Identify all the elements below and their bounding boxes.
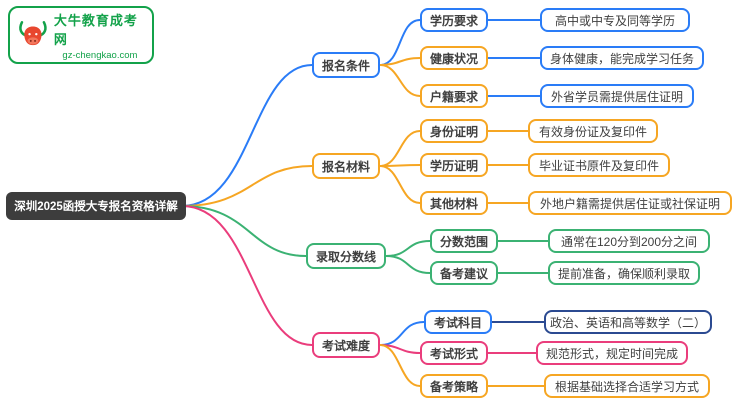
detail-health-status[interactable]: 身体健康，能完成学习任务 bbox=[540, 46, 704, 70]
branch-registration-conditions[interactable]: 报名条件 bbox=[312, 52, 380, 78]
link-branch4-sub3 bbox=[379, 344, 421, 387]
link-branch1-sub3 bbox=[379, 64, 421, 97]
branch-registration-materials[interactable]: 报名材料 bbox=[312, 153, 380, 179]
link-root-branch3 bbox=[181, 205, 307, 257]
detail-residency-requirement[interactable]: 外省学员需提供居住证明 bbox=[540, 84, 694, 108]
subtopic-education-proof[interactable]: 学历证明 bbox=[420, 153, 488, 177]
subtopic-prep-advice[interactable]: 备考建议 bbox=[430, 261, 498, 285]
detail-exam-format[interactable]: 规范形式，规定时间完成 bbox=[536, 341, 688, 365]
detail-prep-strategy[interactable]: 根据基础选择合适学习方式 bbox=[544, 374, 710, 398]
bull-icon bbox=[19, 21, 47, 46]
subtopic-prep-strategy[interactable]: 备考策略 bbox=[420, 374, 488, 398]
link-branch1-sub2 bbox=[379, 57, 421, 66]
link-branch3-sub2 bbox=[385, 255, 431, 274]
subtopic-other-materials[interactable]: 其他材料 bbox=[420, 191, 488, 215]
branch-exam-difficulty[interactable]: 考试难度 bbox=[312, 332, 380, 358]
logo-site-name: 大牛教育成考网 bbox=[53, 12, 138, 47]
logo-text-block: 大牛教育成考网 gz-chengkao.com bbox=[54, 10, 146, 61]
subtopic-score-range[interactable]: 分数范围 bbox=[430, 229, 498, 253]
link-branch2-sub1 bbox=[379, 130, 421, 167]
link-branch4-sub1 bbox=[379, 321, 425, 346]
link-root-branch4 bbox=[181, 205, 313, 346]
link-branch2-sub3 bbox=[379, 165, 421, 204]
link-root-branch1 bbox=[181, 64, 313, 207]
link-root-branch2 bbox=[181, 165, 313, 207]
detail-prep-advice[interactable]: 提前准备，确保顺利录取 bbox=[548, 261, 700, 285]
site-logo[interactable]: 大牛教育成考网 gz-chengkao.com bbox=[8, 6, 154, 64]
detail-other-materials[interactable]: 外地户籍需提供居住证或社保证明 bbox=[528, 191, 732, 215]
detail-identity-proof[interactable]: 有效身份证及复印件 bbox=[528, 119, 658, 143]
root-topic[interactable]: 深圳2025函授大专报名资格详解 bbox=[6, 192, 186, 220]
subtopic-exam-subjects[interactable]: 考试科目 bbox=[424, 310, 492, 334]
link-branch3-sub1 bbox=[385, 240, 431, 257]
link-branch2-sub2 bbox=[379, 164, 421, 167]
detail-education-proof[interactable]: 毕业证书原件及复印件 bbox=[528, 153, 670, 177]
subtopic-residency-requirement[interactable]: 户籍要求 bbox=[420, 84, 488, 108]
branch-admission-score-line[interactable]: 录取分数线 bbox=[306, 243, 386, 269]
subtopic-education-requirement[interactable]: 学历要求 bbox=[420, 8, 488, 32]
subtopic-exam-format[interactable]: 考试形式 bbox=[420, 341, 488, 365]
logo-site-url: gz-chengkao.com bbox=[62, 49, 138, 61]
detail-score-range[interactable]: 通常在120分到200分之间 bbox=[548, 229, 710, 253]
subtopic-health-status[interactable]: 健康状况 bbox=[420, 46, 488, 70]
subtopic-identity-proof[interactable]: 身份证明 bbox=[420, 119, 488, 143]
detail-education-requirement[interactable]: 高中或中专及同等学历 bbox=[540, 8, 690, 32]
detail-exam-subjects[interactable]: 政治、英语和高等数学（二） bbox=[544, 310, 712, 334]
